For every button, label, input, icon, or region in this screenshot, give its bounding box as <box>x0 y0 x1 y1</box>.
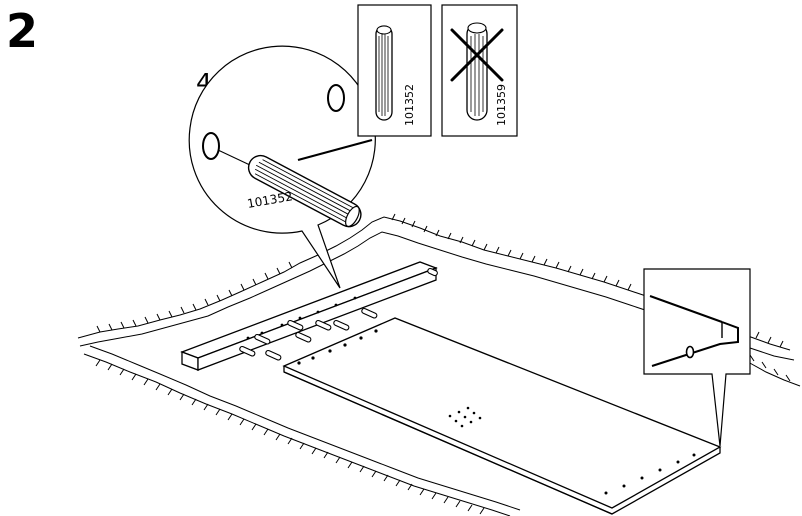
magnified-callout: 101352 <box>188 45 376 289</box>
dowels-in-rail <box>239 267 438 361</box>
dowel-large <box>247 154 362 228</box>
corner-detail-callout <box>643 268 751 447</box>
dowel-icon-correct <box>375 25 393 121</box>
correct-part-number: 101352 <box>403 84 416 126</box>
wrong-part-box: 101359 <box>441 4 518 137</box>
wrong-part-number: 101359 <box>495 84 508 126</box>
step-number: 2 <box>6 4 39 58</box>
rail-bar <box>180 261 438 371</box>
correct-part-box: 101352 <box>357 4 432 137</box>
rail-holes <box>246 296 357 340</box>
cross-out-icon <box>450 28 504 82</box>
dowel-icon-wrong <box>466 22 488 121</box>
panel-board <box>282 317 722 515</box>
protective-mat <box>77 213 801 516</box>
hole-icon <box>685 345 695 359</box>
